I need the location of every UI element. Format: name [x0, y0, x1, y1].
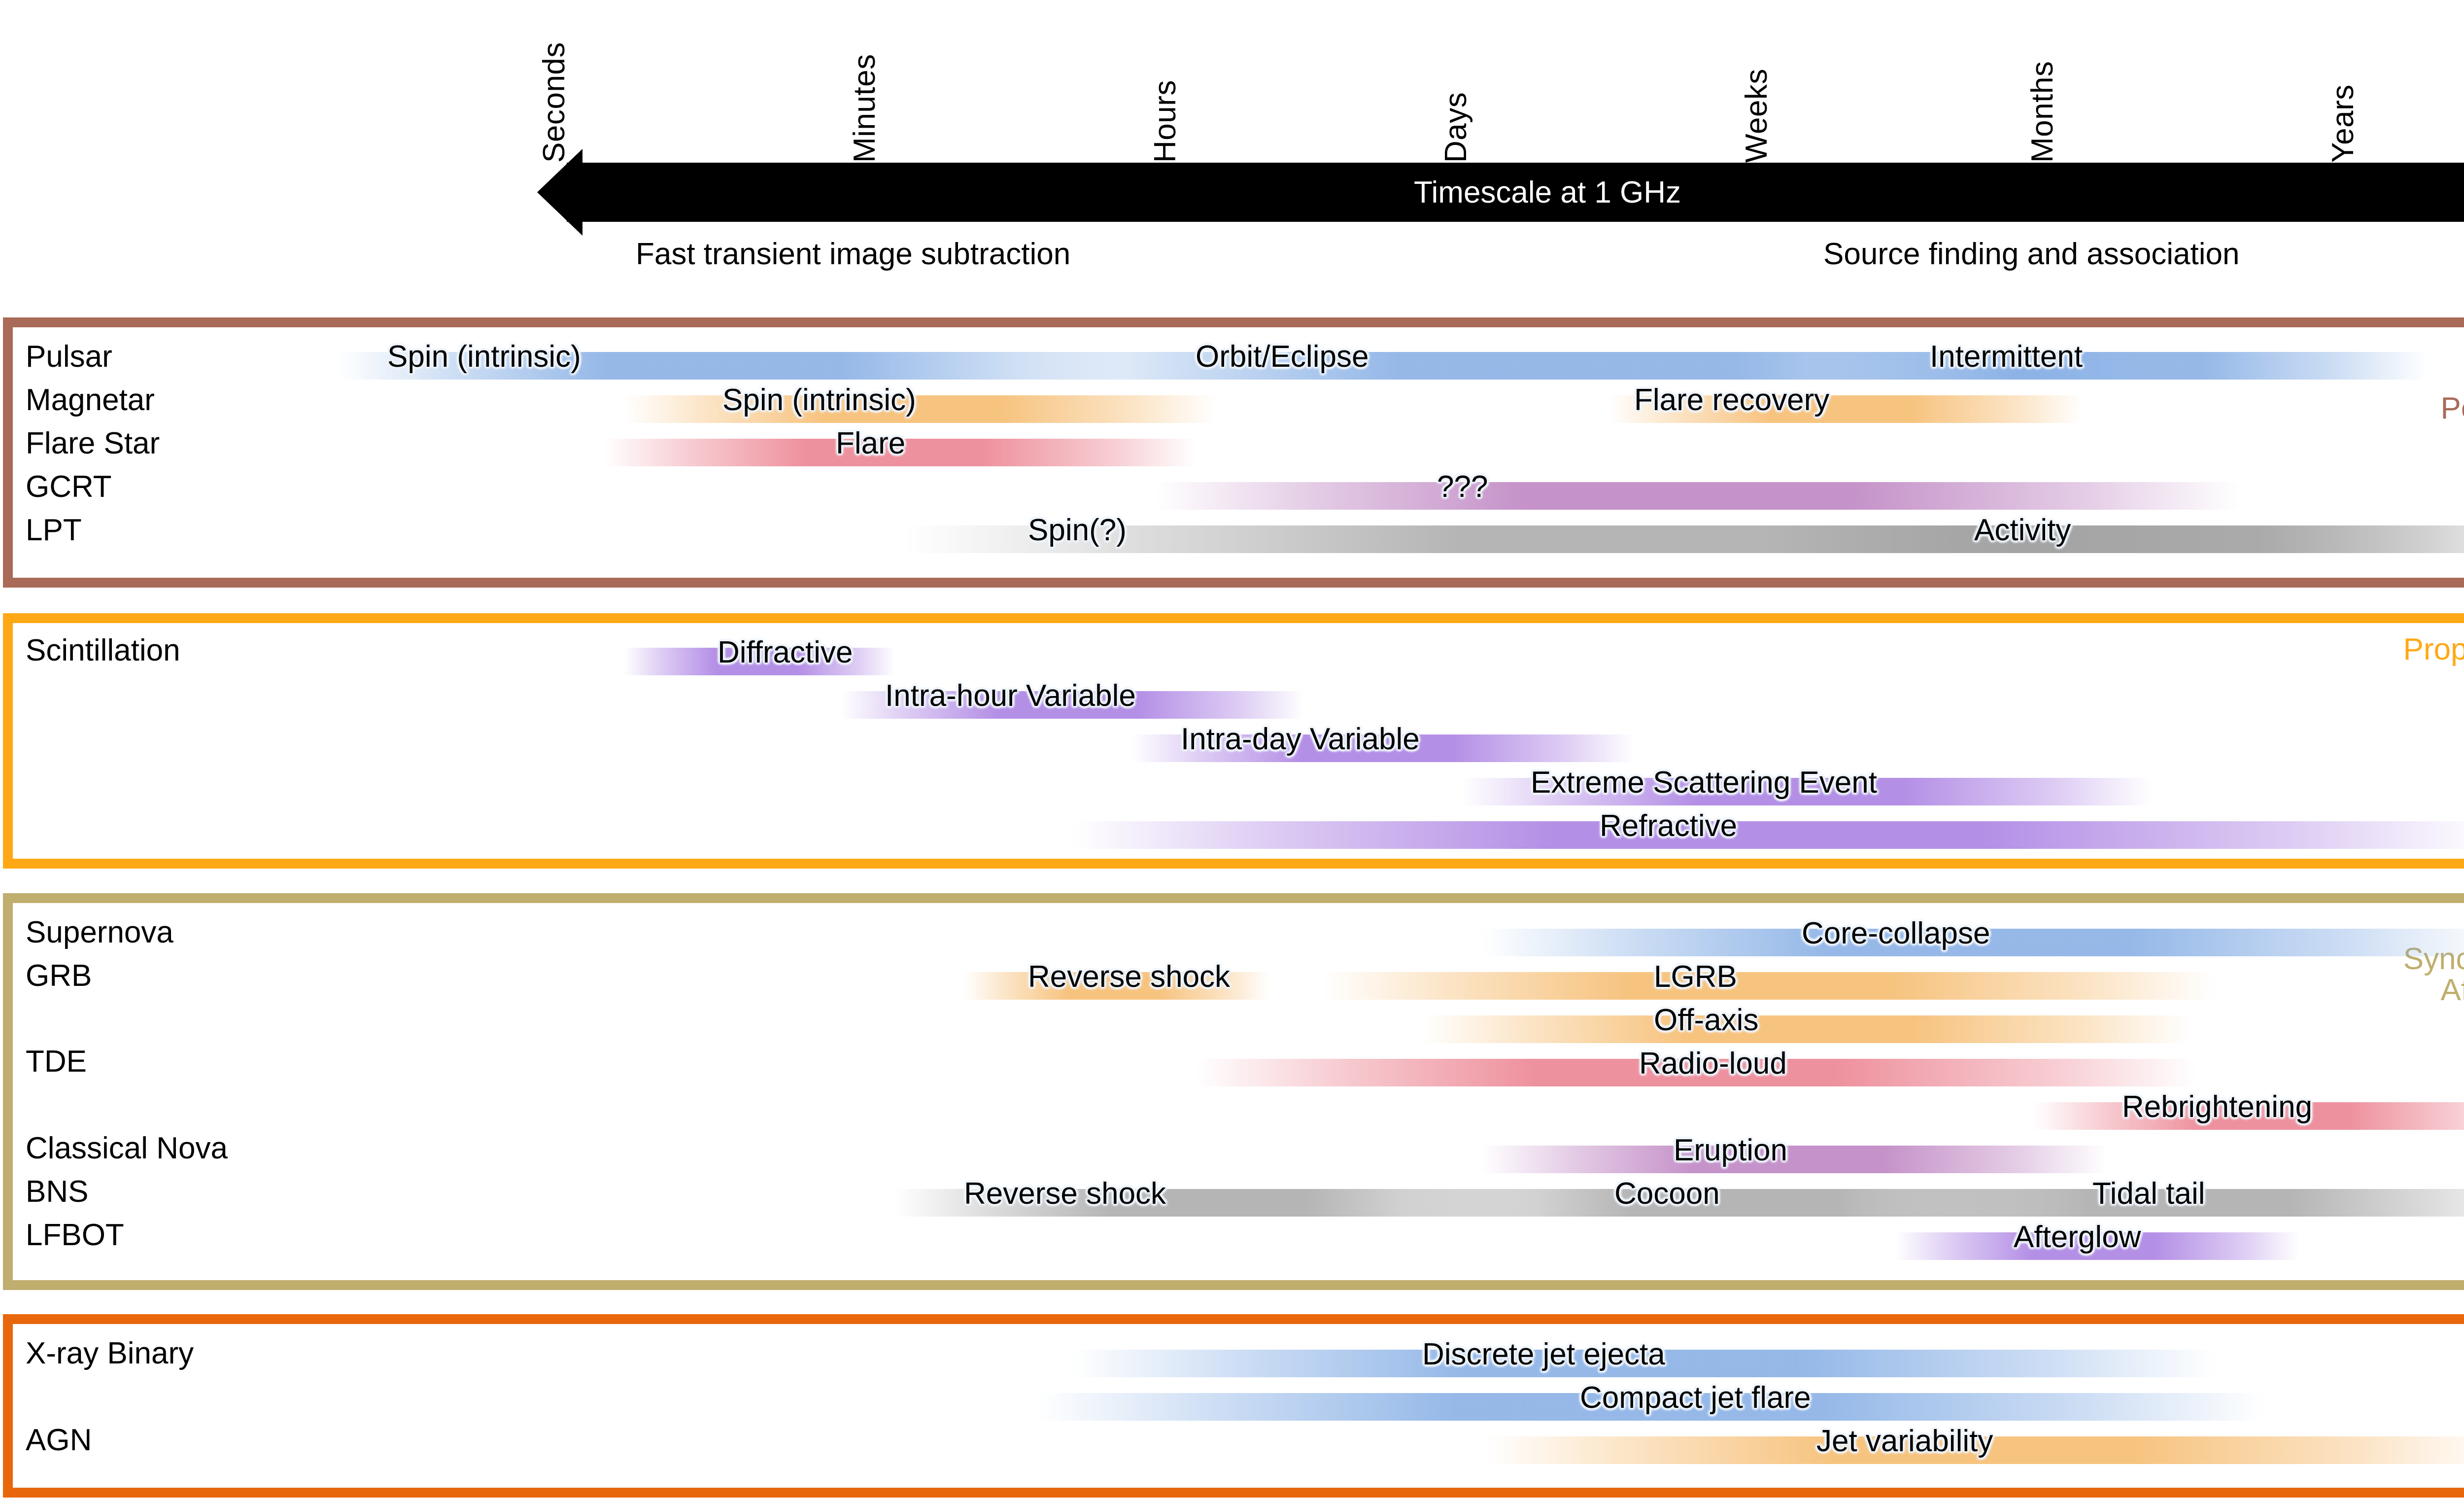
timeline-bar-label: Core-collapse — [1802, 916, 1990, 950]
panel-propagation: Propagation Scintillation DiffractiveIntra… — [3, 613, 2464, 869]
row-label-lpt: LPT — [26, 513, 82, 547]
timeline-bar-label: Afterglow — [2014, 1220, 2141, 1254]
timeline-bar-label: Reverse shock — [1028, 960, 1231, 994]
timeline-bar — [1196, 1059, 2196, 1086]
timeline-bar-label: Refractive — [1600, 809, 1738, 843]
timeline-bar-label: Spin (intrinsic) — [387, 340, 581, 374]
timescale-arrow: Timescale at 1 GHz — [537, 149, 2464, 236]
timeline-bar-label: Compact jet flare — [1580, 1381, 1811, 1415]
timeline-bar — [1131, 734, 1634, 762]
row-label-agn: AGN — [26, 1423, 92, 1457]
axis-sublabel-right: Source finding and association — [1823, 237, 2240, 271]
timeline-bar — [2033, 1102, 2464, 1130]
timeline-bar-label: Spin(?) — [1028, 513, 1127, 547]
timeline-bar-label: Orbit/Eclipse — [1196, 340, 1369, 374]
axis-tick-months: Months — [2025, 61, 2059, 163]
axis-tick-weeks: Weeks — [1740, 69, 1774, 163]
row-label-grb: GRB — [26, 959, 92, 993]
timeline-bar-label: Jet variability — [1816, 1424, 1993, 1458]
timeline-bar — [1481, 929, 2464, 956]
timeline-bar — [624, 648, 895, 675]
timeline-bar-label: LGRB — [1654, 960, 1737, 994]
timeline-bar — [1422, 1015, 2191, 1043]
row-label-classical-nova: Classical Nova — [26, 1131, 228, 1165]
timeline-bar-label: Activity — [1974, 513, 2071, 547]
timeline-bar-label: Reverse shock — [964, 1177, 1166, 1211]
timeline-bar-label: Tidal tail — [2092, 1177, 2205, 1211]
timeline-bar-label: ??? — [1437, 470, 1488, 504]
timeline-bar-label: Diffractive — [718, 635, 853, 669]
timeline-bar — [1486, 1436, 2464, 1464]
timeline-bar-label: Cocoon — [1614, 1177, 1720, 1211]
timeline-bar-label: Flare — [836, 426, 906, 460]
timeline-bar-label: Spin (intrinsic) — [722, 383, 916, 417]
axis-tick-hours: Hours — [1148, 80, 1182, 163]
panel-category-label: Highly Polarised — [2440, 391, 2464, 426]
row-label-bns: BNS — [26, 1175, 89, 1209]
timeline-bar-label: Eruption — [1674, 1133, 1787, 1167]
timeline-bar — [1895, 1232, 2299, 1260]
timeline-bar — [1807, 352, 2428, 380]
timeline-bar-label: Rebrightening — [2122, 1090, 2313, 1124]
row-label-flare-star: Flare Star — [26, 426, 160, 460]
timeline-bar-label: Flare recovery — [1634, 383, 1830, 417]
row-label-x-ray-binary: X-ray Binary — [26, 1336, 194, 1370]
axis-title: Timescale at 1 GHz — [1413, 175, 1681, 209]
timeline-bar — [964, 972, 1269, 1000]
axis-tick-years: Years — [2326, 84, 2360, 163]
axis-sublabel-left: Fast transient image subtraction — [636, 237, 1071, 271]
timeline-bar-label: Intra-day Variable — [1181, 722, 1420, 756]
timeline-bar-label: Discrete jet ejecta — [1422, 1337, 1665, 1371]
timeline-bar-label: Intra-hour Variable — [885, 679, 1136, 713]
timeline-bar — [1462, 778, 2152, 805]
timeline-bar — [1038, 1393, 2265, 1421]
timeline-bar-label: Intermittent — [1930, 340, 2083, 374]
timeline-bar — [1481, 1146, 2107, 1173]
timeline-bar — [1156, 482, 2240, 510]
row-label-pulsar: Pulsar — [26, 340, 112, 374]
timeline-bar-label: Radio-loud — [1639, 1047, 1787, 1081]
timeline-bar — [841, 691, 1304, 719]
timeline-bar — [604, 439, 1196, 466]
timeline-bar — [1861, 1189, 2464, 1217]
row-label-magnetar: Magnetar — [26, 383, 155, 417]
row-label-supernova: Supernova — [26, 915, 173, 949]
timeline-bar — [1762, 525, 2464, 553]
row-label-scintillation: Scintillation — [26, 633, 180, 667]
timeline-bar — [1609, 395, 2083, 423]
axis-tick-seconds: Seconds — [537, 42, 571, 163]
axis-tick-minutes: Minutes — [848, 54, 882, 163]
row-label-lfbot: LFBOT — [26, 1218, 124, 1252]
timeline-bar — [624, 395, 1215, 423]
row-label-gcrt: GCRT — [26, 470, 112, 504]
timeline-bar — [338, 352, 1127, 380]
timeline-bar — [1072, 821, 2464, 849]
timeline-bar-label: Extreme Scattering Event — [1531, 766, 1877, 800]
timeline-bar — [1324, 972, 2216, 1000]
axis-tick-days: Days — [1439, 92, 1473, 163]
row-label-tde: TDE — [26, 1045, 87, 1079]
panel-synchrotron: Synchrotron AfterglowSupernovaGRBTDEClas… — [3, 893, 2464, 1290]
timeline-bar — [1072, 1350, 2216, 1377]
panel-category-label: Propagation — [2403, 632, 2464, 666]
timeline-bar-label: Off-axis — [1654, 1003, 1759, 1037]
arrow-bar — [567, 163, 2464, 222]
